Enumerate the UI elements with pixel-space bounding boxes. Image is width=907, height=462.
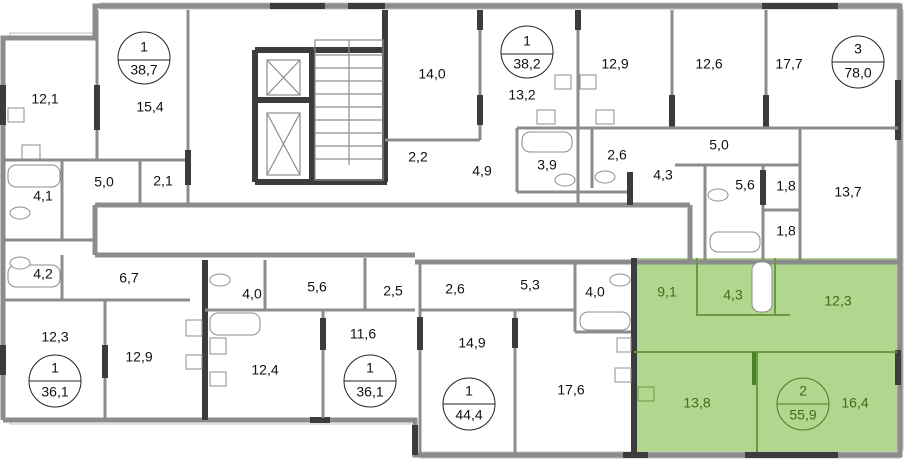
room-area: 4,1 bbox=[33, 188, 53, 204]
room-area: 11,6 bbox=[350, 326, 376, 342]
sink-icon bbox=[595, 109, 615, 125]
apartment-area: 36,1 bbox=[356, 384, 383, 400]
room-area: 12,3 bbox=[41, 329, 68, 345]
room-area: 12,9 bbox=[125, 349, 152, 365]
apartment-rooms: 1 bbox=[465, 383, 473, 399]
bathtub-icon bbox=[751, 261, 773, 313]
room-area: 4,0 bbox=[242, 286, 262, 302]
stove-icon bbox=[614, 367, 632, 383]
bathtub-icon bbox=[709, 231, 761, 253]
toilet-icon bbox=[594, 170, 616, 184]
apartment-rooms: 1 bbox=[51, 360, 59, 376]
room-area: 12,4 bbox=[251, 362, 278, 378]
bathtub-icon bbox=[579, 311, 631, 331]
room-area: 5,6 bbox=[735, 177, 755, 193]
apartment-area: 38,7 bbox=[130, 62, 157, 78]
room-area: 12,9 bbox=[601, 56, 628, 72]
elevator-icon bbox=[266, 112, 301, 176]
toilet-icon bbox=[9, 256, 31, 270]
apartment-badge[interactable]: 1 44,4 bbox=[442, 377, 496, 431]
room-area: 2,2 bbox=[408, 149, 428, 165]
room-area: 13,7 bbox=[834, 184, 861, 200]
apartment-area: 44,4 bbox=[455, 407, 482, 423]
apartment-badge[interactable]: 3 78,0 bbox=[831, 35, 885, 89]
room-area: 3,9 bbox=[537, 157, 557, 173]
room-area: 16,4 bbox=[841, 395, 868, 411]
sink-icon bbox=[21, 144, 41, 160]
toilet-icon bbox=[9, 206, 31, 220]
apartment-badge[interactable]: 1 36,1 bbox=[28, 354, 82, 408]
room-area: 4,2 bbox=[33, 266, 53, 282]
room-area: 5,3 bbox=[520, 277, 540, 293]
room-area: 12,1 bbox=[31, 91, 58, 107]
apartment-badge[interactable]: 1 38,2 bbox=[500, 25, 554, 79]
stove-icon bbox=[554, 74, 572, 90]
apartment-rooms: 1 bbox=[366, 360, 374, 376]
sink-icon bbox=[185, 319, 203, 337]
exterior-walls bbox=[0, 3, 903, 458]
stove-icon bbox=[185, 354, 203, 370]
apartment-badge[interactable]: 1 36,1 bbox=[343, 354, 397, 408]
room-area: 14,0 bbox=[418, 66, 445, 82]
room-area: 12,6 bbox=[695, 56, 722, 72]
room-area: 4,0 bbox=[585, 284, 605, 300]
sink-icon bbox=[616, 337, 632, 353]
toilet-icon bbox=[554, 173, 576, 187]
apartment-area: 36,1 bbox=[41, 384, 68, 400]
apartment-rooms: 2 bbox=[799, 383, 807, 399]
room-area: 2,6 bbox=[445, 281, 465, 297]
room-area: 14,9 bbox=[458, 335, 485, 351]
apartment-badge-highlighted[interactable]: 2 55,9 bbox=[776, 377, 830, 431]
room-area: 4,9 bbox=[472, 163, 492, 179]
room-area: 6,7 bbox=[119, 270, 139, 286]
room-area: 5,6 bbox=[307, 279, 327, 295]
stove-icon bbox=[579, 74, 597, 90]
stove-icon bbox=[637, 386, 655, 402]
room-area: 4,3 bbox=[653, 167, 673, 183]
room-area: 15,4 bbox=[136, 99, 163, 115]
bathtub-icon bbox=[521, 131, 573, 153]
stairs-icon bbox=[314, 39, 384, 181]
fixtures bbox=[7, 74, 773, 402]
apartment-rooms: 1 bbox=[140, 39, 148, 55]
apartment-rooms: 1 bbox=[523, 33, 531, 49]
elevator-icon bbox=[266, 59, 301, 96]
toilet-icon bbox=[707, 188, 729, 202]
room-area: 17,7 bbox=[775, 56, 802, 72]
apartment-area: 38,2 bbox=[513, 56, 540, 72]
room-area: 2,1 bbox=[153, 173, 173, 189]
room-area: 13,2 bbox=[508, 87, 535, 103]
apartment-area: 55,9 bbox=[789, 407, 816, 423]
bathtub-icon bbox=[7, 164, 61, 188]
room-area: 5,0 bbox=[709, 137, 729, 153]
room-area: 2,6 bbox=[607, 147, 627, 163]
toilet-icon bbox=[609, 273, 631, 287]
room-area: 5,0 bbox=[94, 174, 114, 190]
sink-icon bbox=[209, 337, 227, 355]
room-area: 1,8 bbox=[776, 178, 796, 194]
interior-walls bbox=[5, 10, 900, 455]
bathtub-icon bbox=[7, 264, 61, 288]
stove-icon bbox=[7, 107, 25, 123]
bathtub-icon bbox=[209, 312, 261, 336]
room-area: 12,3 bbox=[824, 293, 851, 309]
apartment-badge[interactable]: 1 38,7 bbox=[117, 31, 171, 85]
sink-icon bbox=[536, 109, 556, 125]
apartment-area: 78,0 bbox=[844, 65, 871, 81]
room-area: 2,5 bbox=[383, 283, 403, 299]
toilet-icon bbox=[209, 273, 231, 287]
room-area: 4,3 bbox=[723, 287, 743, 303]
room-area: 17,6 bbox=[557, 382, 584, 398]
room-area: 1,8 bbox=[776, 223, 796, 239]
stove-icon bbox=[209, 371, 227, 387]
room-labels: 12,1 15,4 5,0 2,1 4,1 14,0 2,2 4,9 13,2 … bbox=[31, 56, 868, 411]
apartment-rooms: 3 bbox=[854, 41, 862, 57]
room-area: 13,8 bbox=[683, 395, 710, 411]
room-area: 9,1 bbox=[657, 284, 677, 300]
